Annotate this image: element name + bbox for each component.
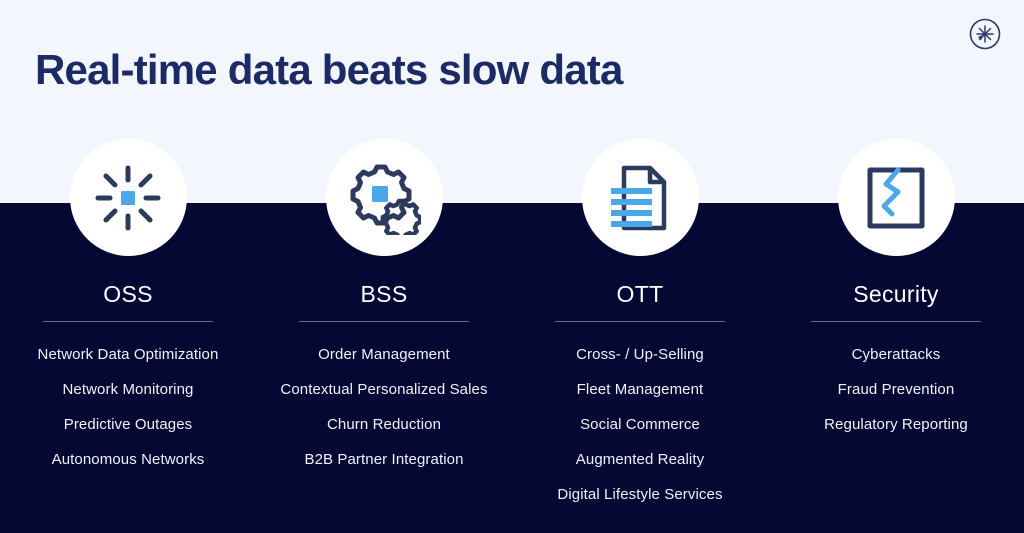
- column-divider-oss: [43, 321, 213, 322]
- background-band-dark: [0, 203, 1024, 533]
- column-ott: OTT Cross- / Up-Selling Fleet Management…: [512, 0, 768, 533]
- list-item: Fraud Prevention: [837, 381, 955, 398]
- column-security: Security Cyberattacks Fraud Prevention R…: [768, 0, 1024, 533]
- list-item: Predictive Outages: [63, 416, 193, 433]
- starburst-logo-icon: [968, 17, 1002, 51]
- cracked-shield-icon: [837, 139, 955, 256]
- column-heading-oss: OSS: [103, 281, 153, 307]
- starburst-radial-icon: [69, 139, 187, 256]
- list-item: Augmented Reality: [575, 451, 705, 468]
- list-item: Churn Reduction: [326, 416, 442, 433]
- list-item: Autonomous Networks: [51, 451, 205, 468]
- column-list-bss: Order Management Contextual Personalized…: [277, 346, 492, 486]
- column-list-ott: Cross- / Up-Selling Fleet Management Soc…: [533, 346, 748, 521]
- list-item: B2B Partner Integration: [304, 451, 464, 468]
- column-divider-bss: [299, 321, 469, 322]
- list-item: Cyberattacks: [851, 346, 941, 363]
- list-item: Fleet Management: [576, 381, 704, 398]
- list-item: Network Monitoring: [62, 381, 194, 398]
- column-list-oss: Network Data Optimization Network Monito…: [21, 346, 236, 486]
- column-heading-security: Security: [853, 281, 939, 307]
- column-heading-bss: BSS: [360, 281, 408, 307]
- gears-icon: [325, 139, 443, 256]
- column-oss: OSS Network Data Optimization Network Mo…: [0, 0, 256, 533]
- list-item: Order Management: [318, 346, 450, 363]
- column-heading-ott: OTT: [616, 281, 664, 307]
- column-list-security: Cyberattacks Fraud Prevention Regulatory…: [789, 346, 1004, 451]
- list-item: Regulatory Reporting: [824, 416, 968, 433]
- column-bss: BSS Order Management Contextual Personal…: [256, 0, 512, 533]
- list-item: Network Data Optimization: [37, 346, 219, 363]
- column-divider-security: [811, 321, 981, 322]
- column-divider-ott: [555, 321, 725, 322]
- document-lines-icon: [581, 139, 699, 256]
- page-title: Real-time data beats slow data: [35, 46, 623, 93]
- list-item: Contextual Personalized Sales: [280, 381, 488, 398]
- list-item: Cross- / Up-Selling: [576, 346, 704, 363]
- list-item: Digital Lifestyle Services: [557, 486, 723, 503]
- list-item: Social Commerce: [580, 416, 700, 433]
